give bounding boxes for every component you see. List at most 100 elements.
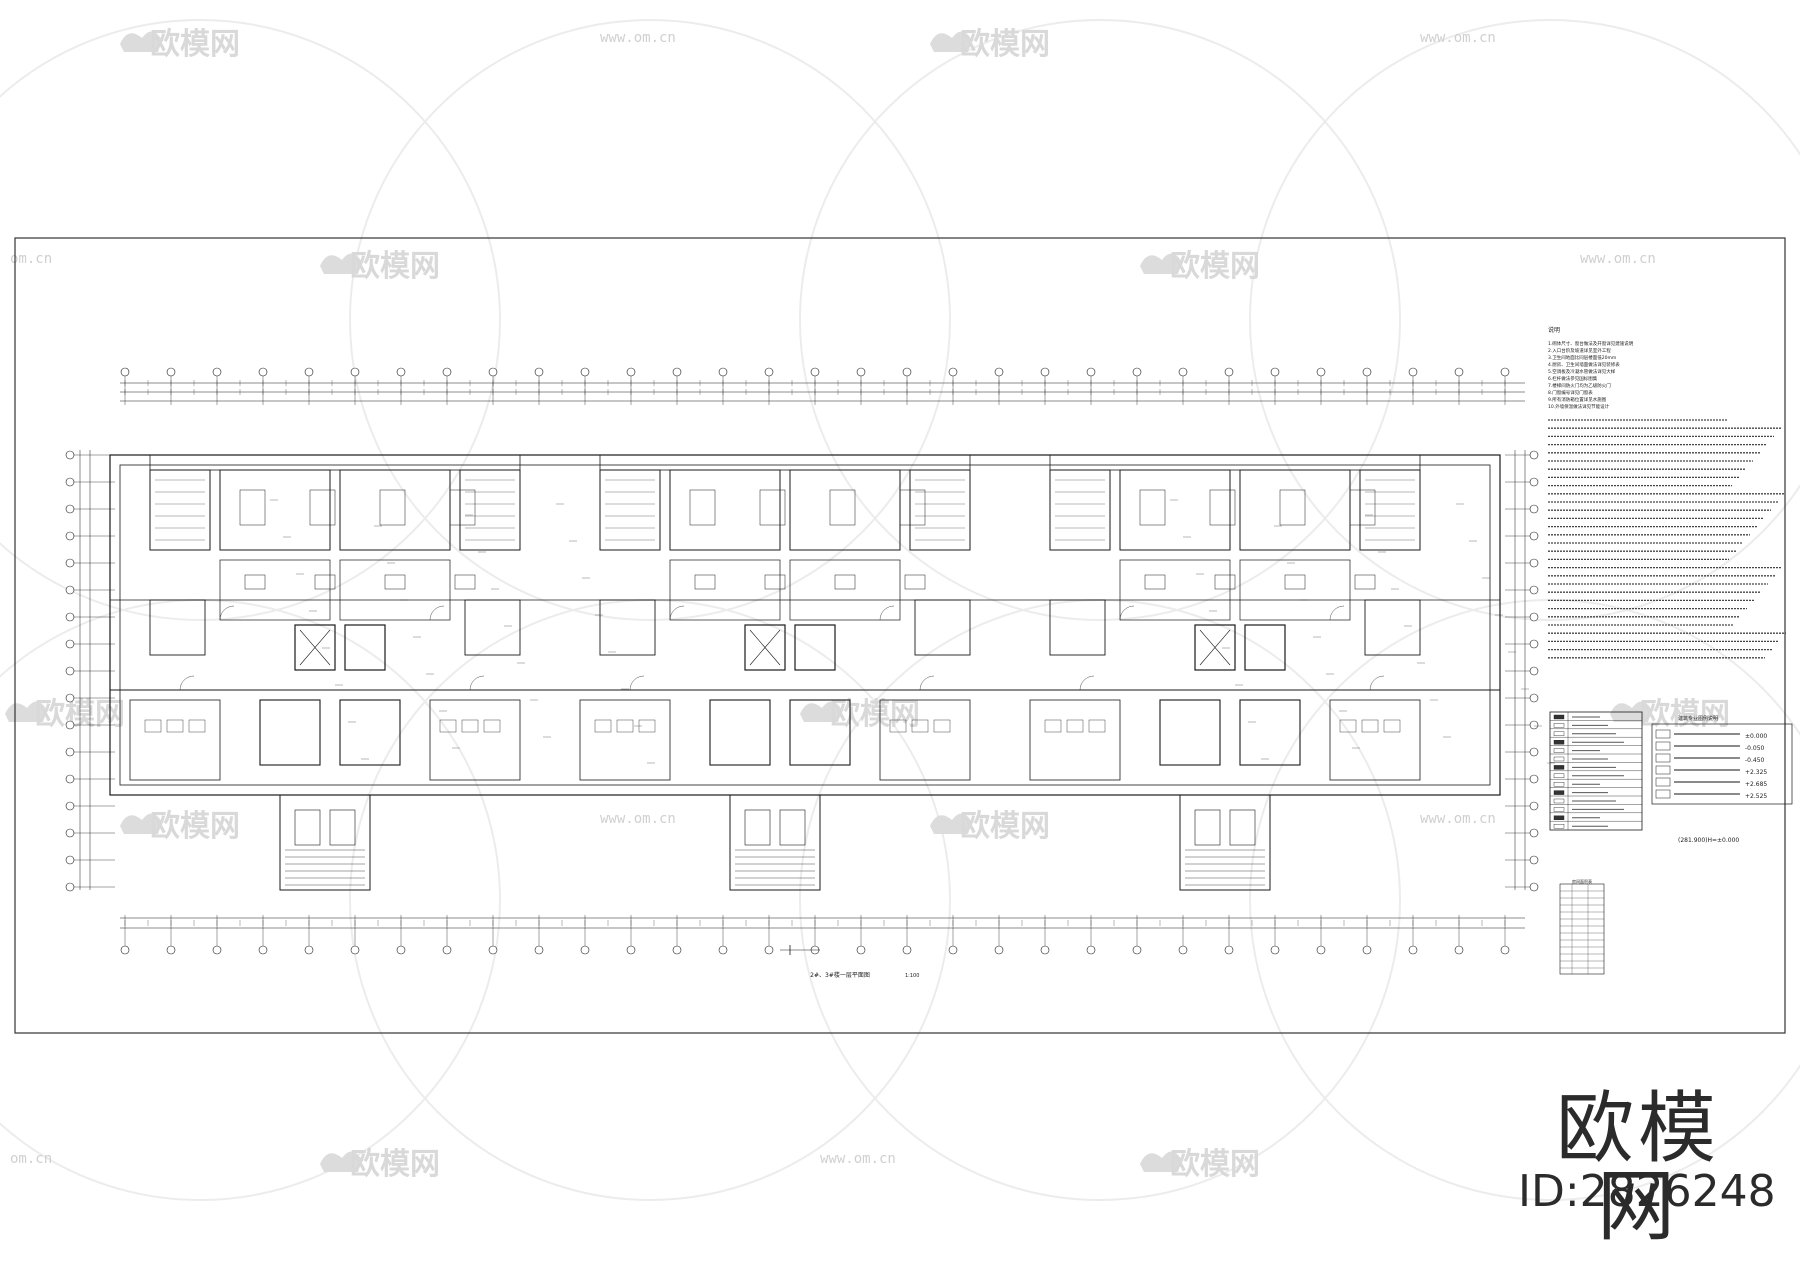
axis-bubble bbox=[672, 945, 682, 955]
axis-bubble bbox=[166, 945, 176, 955]
axis-bubble bbox=[1270, 945, 1280, 955]
room-outline bbox=[794, 624, 836, 671]
watermark-url: om.cn bbox=[10, 1151, 52, 1167]
room-outline bbox=[1144, 574, 1166, 590]
axis-bubble bbox=[626, 945, 636, 955]
legend-swatch bbox=[1553, 714, 1565, 720]
sofa-icon bbox=[320, 253, 362, 274]
axis-bubble bbox=[1529, 720, 1539, 730]
note-line: 3.卫生间地面比同层楼面低20mm bbox=[1548, 354, 1616, 361]
axis-bubble bbox=[1086, 945, 1096, 955]
room-outline bbox=[1284, 574, 1306, 590]
note-line: 7.楼梯间防火门均为乙级防火门 bbox=[1548, 382, 1611, 389]
room-outline bbox=[1159, 699, 1221, 766]
axis-bubble bbox=[810, 367, 820, 377]
watermark-logo: 欧模网 bbox=[1140, 249, 1260, 284]
axis-bubble bbox=[1454, 945, 1464, 955]
note-line: 6.栏杆做法参见国标图集 bbox=[1548, 375, 1598, 382]
watermark-arc bbox=[1249, 19, 1800, 621]
axis-bubble bbox=[1178, 945, 1188, 955]
room-outline bbox=[294, 624, 336, 671]
legend-detail-box bbox=[1655, 765, 1671, 775]
watermark-logo-text: 欧模网 bbox=[150, 809, 240, 844]
room-outline bbox=[344, 624, 386, 671]
axis-bubble bbox=[1086, 367, 1096, 377]
door-swing-icon bbox=[919, 675, 935, 691]
room-outline bbox=[339, 559, 451, 621]
axis-bubble bbox=[1529, 828, 1539, 838]
level-label: ±0.000 bbox=[1745, 733, 1767, 740]
legend-swatch bbox=[1553, 748, 1565, 753]
watermark-arc bbox=[0, 19, 501, 621]
watermark-url: www.om.cn bbox=[1580, 251, 1656, 267]
legend-swatch bbox=[1553, 824, 1565, 829]
watermark-logo-text: 欧模网 bbox=[960, 27, 1050, 62]
room-outline bbox=[669, 469, 781, 551]
axis-bubble bbox=[350, 367, 360, 377]
legend-detail-box bbox=[1655, 729, 1671, 739]
room-area-table-title: 房间面积表 bbox=[1572, 878, 1592, 884]
watermark-logo-text: 欧模网 bbox=[150, 27, 240, 62]
axis-bubble bbox=[350, 945, 360, 955]
axis-bubble bbox=[396, 945, 406, 955]
axis-bubble bbox=[1316, 945, 1326, 955]
axis-bubble bbox=[1529, 855, 1539, 865]
room-outline bbox=[309, 489, 336, 526]
room-outline bbox=[1229, 809, 1256, 846]
axis-bubble bbox=[1529, 477, 1539, 487]
room-outline bbox=[1029, 699, 1121, 781]
notes-title: 说明 bbox=[1548, 326, 1560, 334]
legend-swatch bbox=[1553, 790, 1565, 795]
legend-title: 建筑专业图例说明 bbox=[1678, 715, 1718, 722]
axis-bubble bbox=[1529, 531, 1539, 541]
room-outline bbox=[1194, 809, 1221, 846]
legend-swatch bbox=[1553, 815, 1565, 820]
axis-bubble bbox=[65, 882, 75, 892]
axis-bubble bbox=[764, 945, 774, 955]
axis-bubble bbox=[65, 801, 75, 811]
room-outline bbox=[219, 469, 331, 551]
watermark-url: www.om.cn bbox=[820, 1151, 896, 1167]
room-outline bbox=[1044, 719, 1062, 733]
watermark-arc bbox=[349, 19, 951, 621]
room-outline bbox=[638, 719, 656, 733]
axis-bubble bbox=[65, 747, 75, 757]
room-outline bbox=[789, 469, 901, 551]
sofa-icon bbox=[1140, 1151, 1182, 1172]
room-outline bbox=[759, 489, 786, 526]
axis-bubble bbox=[1529, 747, 1539, 757]
axis-bubble bbox=[65, 504, 75, 514]
room-outline bbox=[429, 699, 521, 781]
watermark-logo: 欧模网 bbox=[320, 249, 440, 284]
room-outline bbox=[1119, 469, 1231, 551]
room-outline bbox=[244, 574, 266, 590]
axis-bubble bbox=[304, 367, 314, 377]
axis-bubble bbox=[534, 367, 544, 377]
axis-bubble bbox=[65, 666, 75, 676]
axis-bubble bbox=[1270, 367, 1280, 377]
axis-bubble bbox=[65, 828, 75, 838]
watermark-url: www.om.cn bbox=[1420, 30, 1496, 46]
room-outline bbox=[1194, 624, 1236, 671]
sofa-icon bbox=[120, 813, 162, 834]
room-outline bbox=[439, 719, 457, 733]
axis-bubble bbox=[1529, 639, 1539, 649]
level-label: +2.685 bbox=[1745, 781, 1767, 788]
door-swing-icon bbox=[469, 675, 485, 691]
room-outline bbox=[129, 699, 221, 781]
room-outline bbox=[933, 719, 951, 733]
legend-swatch bbox=[1553, 740, 1565, 745]
room-outline bbox=[1239, 469, 1351, 551]
room-outline bbox=[1214, 574, 1236, 590]
watermark-url: om.cn bbox=[10, 251, 52, 267]
plan-title: 2#、3#楼一层平面图 bbox=[810, 971, 870, 979]
room-outline bbox=[144, 719, 162, 733]
plan-rect bbox=[119, 464, 1491, 786]
watermark-logo-text: 欧模网 bbox=[350, 1147, 440, 1182]
elevation-note: (281.900)H=±0.000 bbox=[1678, 837, 1739, 844]
watermark-url: www.om.cn bbox=[1420, 811, 1496, 827]
level-label: +2.525 bbox=[1745, 793, 1767, 800]
dwelling-unit-block bbox=[579, 454, 1555, 891]
legend-swatch bbox=[1553, 798, 1565, 804]
watermark-logo-text: 欧模网 bbox=[350, 249, 440, 284]
